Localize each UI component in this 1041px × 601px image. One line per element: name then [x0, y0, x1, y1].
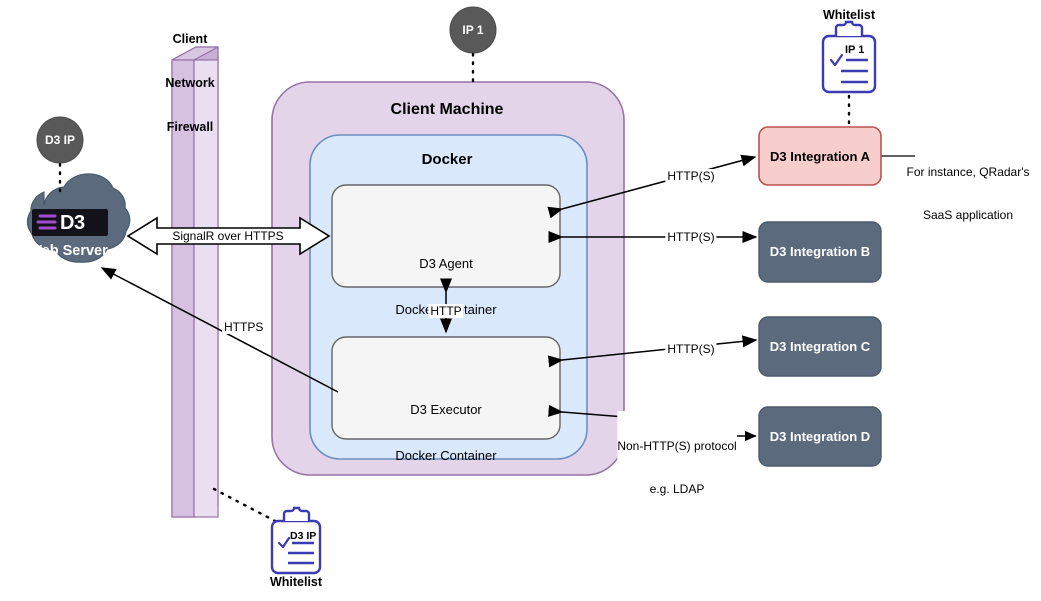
whitelist-bottom-connector — [212, 487, 277, 523]
d3-agent-container-label: D3 Agent Docker Container — [395, 255, 497, 317]
integration-a-box[interactable] — [758, 126, 882, 186]
whitelist-bottom-caption: Whitelist — [269, 575, 323, 589]
integration-c-label[interactable]: D3 Integration C — [769, 339, 871, 354]
edge-label-http-s-b: HTTP(S) — [665, 230, 717, 244]
d3-executor-container-shape — [331, 336, 561, 440]
edge-label-non-http: Non-HTTP(S) protocol e.g. LDAP — [617, 411, 737, 525]
d3-logo-text: D3 — [60, 212, 85, 234]
integration-b-box[interactable] — [758, 221, 882, 283]
ip1-circle-label: IP 1 — [462, 23, 484, 37]
whitelist-top-caption: Whitelist — [822, 8, 876, 22]
whitelist-top-clipboard-icon — [821, 20, 877, 94]
integration-b-label[interactable]: D3 Integration B — [769, 244, 871, 259]
integration-a-label[interactable]: D3 Integration A — [770, 149, 870, 164]
https-arrow — [100, 267, 339, 393]
edge-label-http-s-c: HTTP(S) — [665, 342, 717, 356]
whitelist-bottom-clipboard-icon — [270, 506, 322, 575]
edge-label-https: HTTPS — [222, 320, 266, 335]
firewall-label: Client Network Firewall — [165, 31, 215, 135]
whitelist-bottom-entry: D3 IP — [290, 530, 317, 542]
firewall-icon — [171, 46, 219, 518]
integration-d-label[interactable]: D3 Integration D — [769, 429, 871, 444]
edge-label-http-s-a: HTTP(S) — [665, 169, 717, 183]
d3-ip-circle-label: D3 IP — [44, 133, 76, 147]
d3-executor-container-label: D3 Executor Docker Container — [395, 401, 497, 463]
integration-c-box[interactable] — [758, 316, 882, 377]
docker-title: Docker — [421, 151, 473, 168]
integration-c-arrow — [547, 335, 758, 368]
edge-label-signalr: SignalR over HTTPS — [170, 229, 286, 243]
integration-a-arrow — [547, 154, 757, 219]
d3-logo-mark-icon — [32, 209, 108, 236]
qradar-annotation: For instance, QRadar's SaaS application — [906, 165, 1030, 222]
whitelist-top-entry: IP 1 — [845, 44, 865, 56]
edge-label-http: HTTP — [428, 304, 464, 318]
client-machine-title: Client Machine — [390, 101, 504, 118]
integration-d-box[interactable] — [758, 406, 882, 467]
web-server-label: Web Server — [28, 243, 108, 259]
